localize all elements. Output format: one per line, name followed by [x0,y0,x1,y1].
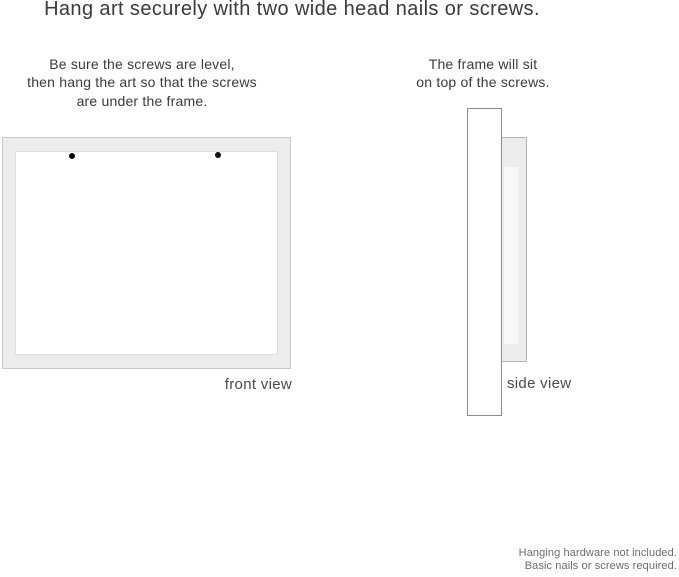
hardware-note-line: Hanging hardware not included. [518,547,677,559]
instruction-right: The frame will sit on top of the screws. [383,55,583,92]
hardware-note-line: Basic nails or screws required. [524,559,677,572]
nail-icon [460,150,520,174]
instruction-left-line: then hang the art so that the screws [27,74,257,91]
front-view-label: front view [224,376,292,393]
hardware-note: Hanging hardware not included. Basic nai… [417,547,677,572]
instruction-right-line: The frame will sit [428,56,538,72]
instruction-left-line: are under the frame. [76,92,208,109]
front-view-artwork-area [15,151,278,355]
side-view-wall-strip [467,108,502,416]
instruction-left: Be sure the screws are level, then hang … [12,55,272,110]
instruction-right-line: on top of the screws. [416,74,550,91]
instruction-left-line: Be sure the screws are level, [49,56,235,72]
side-view-frame-recess [504,167,518,344]
side-view-label: side view [507,375,572,392]
front-view-frame [2,137,291,369]
nail-head-icon [215,152,221,158]
page-title: Hang art securely with two wide head nai… [44,0,540,20]
side-view-frame-profile [501,137,527,362]
nail-head-icon [69,153,75,159]
